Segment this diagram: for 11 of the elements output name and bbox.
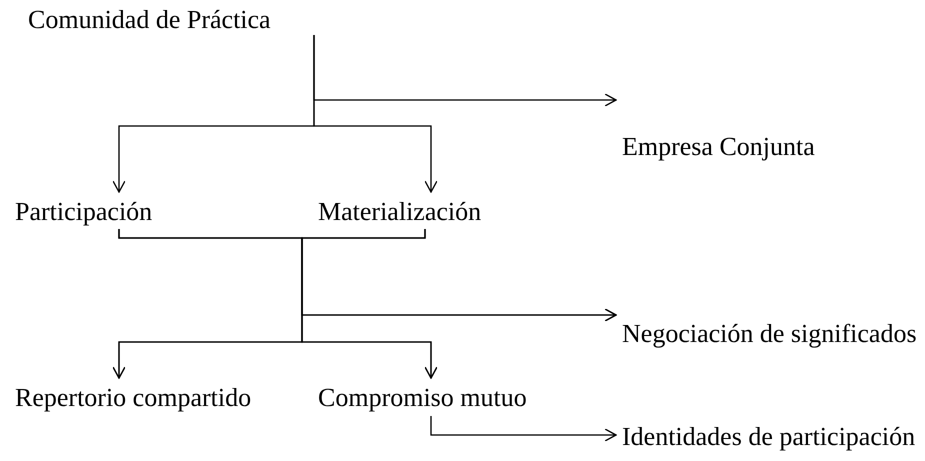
node-label: Comunidad de Práctica (28, 6, 315, 34)
arrow (313, 35, 438, 193)
arrow (301, 229, 438, 379)
node-label: Negociación de significados (622, 320, 917, 348)
node-label: Participación (15, 198, 152, 226)
node-label: Repertorio compartido (15, 384, 252, 412)
arrow (430, 416, 617, 442)
node-label: Empresa Conjunta (622, 133, 815, 161)
node-label: Materialización (318, 198, 482, 226)
node-label: Identidades de participación (622, 423, 916, 451)
node-label: Compromiso mutuo (318, 384, 527, 412)
